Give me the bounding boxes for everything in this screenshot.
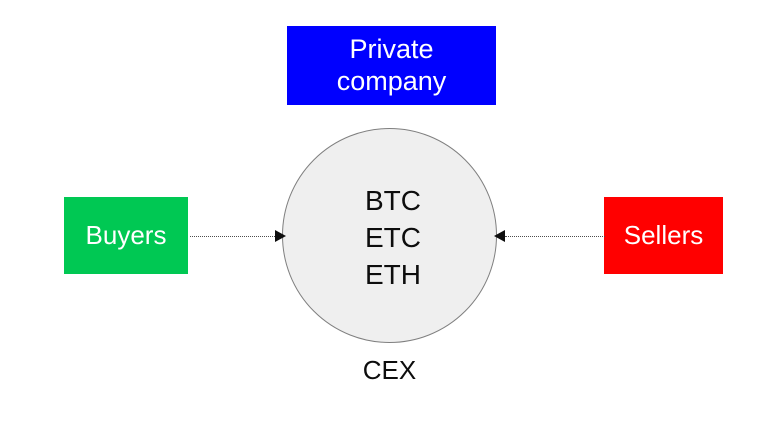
node-sellers[interactable]: Sellers — [604, 197, 723, 274]
node-central-exchange[interactable] — [282, 128, 497, 343]
node-buyers[interactable]: Buyers — [64, 197, 188, 274]
node-private-company-label: Private company — [336, 34, 447, 96]
node-buyers-label: Buyers — [85, 219, 167, 250]
arrow-right-icon — [275, 230, 286, 242]
connector-buyers-to-exchange — [190, 229, 286, 243]
asset-ticker: BTC — [365, 185, 421, 216]
arrow-left-icon — [494, 230, 505, 242]
node-sellers-label: Sellers — [623, 219, 704, 250]
connector-sellers-to-exchange — [494, 229, 605, 243]
asset-ticker: ETH — [365, 258, 421, 290]
asset-ticker-list: BTC ETC ETH — [365, 183, 421, 294]
dotted-line — [190, 235, 275, 237]
node-private-company[interactable]: Private company — [287, 26, 496, 105]
dotted-line — [505, 235, 605, 237]
central-exchange-caption: CEX — [362, 355, 417, 385]
asset-ticker: ETC — [365, 221, 421, 253]
